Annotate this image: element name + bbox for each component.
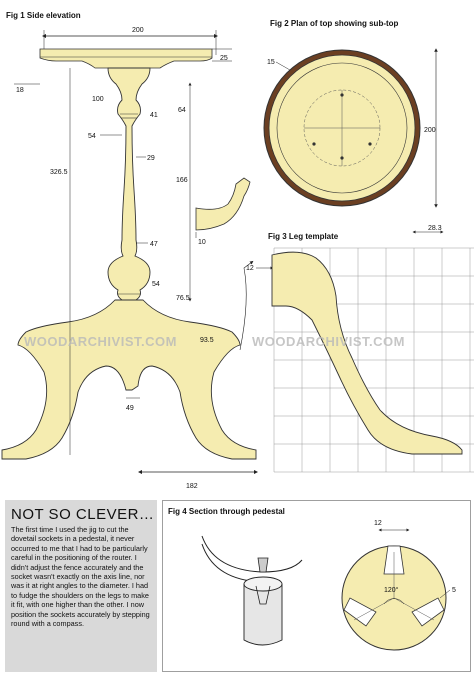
pedestal-cylinder-top bbox=[243, 576, 283, 592]
dim-10: 10 bbox=[198, 239, 206, 246]
fig4-section: Fig 4 Section through pedestal 120° 12 5 bbox=[162, 500, 471, 672]
watermark-left: WOODARCHIVIST.COM bbox=[24, 334, 177, 349]
dim-54-upper: 54 bbox=[88, 133, 96, 140]
dim-200-right: 200 bbox=[424, 127, 436, 134]
watermark-right: WOODARCHIVIST.COM bbox=[252, 334, 405, 349]
callout-body: The first time I used the jig to cut the… bbox=[11, 525, 150, 629]
dim-29: 29 bbox=[147, 155, 155, 162]
pedestal-cylinder bbox=[243, 583, 283, 646]
dim-5-fig4: 5 bbox=[452, 587, 456, 594]
dim-41: 41 bbox=[150, 112, 158, 119]
dim-100: 100 bbox=[92, 96, 104, 103]
dim-326: 326.5 bbox=[50, 169, 68, 176]
fig1-title: Fig 1 Side elevation bbox=[6, 11, 81, 20]
top-plan-inner-ring bbox=[276, 62, 408, 194]
dim-12: 12 bbox=[246, 265, 254, 272]
connector-line bbox=[239, 260, 254, 351]
dim-15-leader bbox=[275, 61, 291, 71]
dim-47: 47 bbox=[150, 241, 158, 248]
dim-166: 166 bbox=[176, 177, 188, 184]
socket-right bbox=[411, 597, 445, 627]
leg-template-shape bbox=[271, 251, 463, 455]
dim-18: 18 bbox=[16, 87, 24, 94]
section-axis bbox=[393, 597, 435, 621]
dim-49: 49 bbox=[126, 405, 134, 412]
callout-box: NOT SO CLEVER… The first time I used the… bbox=[5, 500, 157, 672]
section-axis bbox=[353, 597, 395, 621]
fig3-title: Fig 3 Leg template bbox=[268, 232, 339, 241]
fig4-title: Fig 4 Section through pedestal bbox=[168, 507, 285, 516]
screw-hole bbox=[340, 156, 344, 160]
dim-54-lower: 54 bbox=[152, 281, 160, 288]
dim-15: 15 bbox=[267, 59, 275, 66]
socket-left bbox=[343, 597, 377, 627]
angle-arc bbox=[383, 598, 405, 605]
dim-93: 93.5 bbox=[200, 337, 214, 344]
dim-64: 64 bbox=[178, 107, 186, 114]
pedestal-column bbox=[107, 67, 151, 301]
tripod-legs bbox=[1, 299, 257, 460]
screw-hole bbox=[312, 142, 316, 146]
dim-12-fig4: 12 bbox=[374, 520, 382, 527]
screw-hole bbox=[340, 93, 344, 97]
drawing-sheet: Fig 1 Side elevation 200 25 18 326.5 64 … bbox=[1, 11, 474, 490]
dim-182: 182 bbox=[186, 483, 198, 490]
table-top bbox=[39, 48, 213, 69]
dovetail-socket bbox=[255, 585, 271, 605]
dim-28: 28.3 bbox=[428, 225, 442, 232]
dim-120-angle: 120° bbox=[384, 586, 399, 594]
edge-profile-detail bbox=[195, 177, 251, 231]
router-bit bbox=[257, 557, 269, 573]
dim-25: 25 bbox=[220, 55, 228, 62]
fig2-title: Fig 2 Plan of top showing sub-top bbox=[270, 19, 399, 28]
screw-hole bbox=[368, 142, 372, 146]
dim-5-leader bbox=[439, 589, 451, 599]
dim-76: 76.5 bbox=[176, 295, 190, 302]
dim-200-top: 200 bbox=[132, 27, 144, 34]
callout-heading: NOT SO CLEVER… bbox=[11, 506, 155, 523]
